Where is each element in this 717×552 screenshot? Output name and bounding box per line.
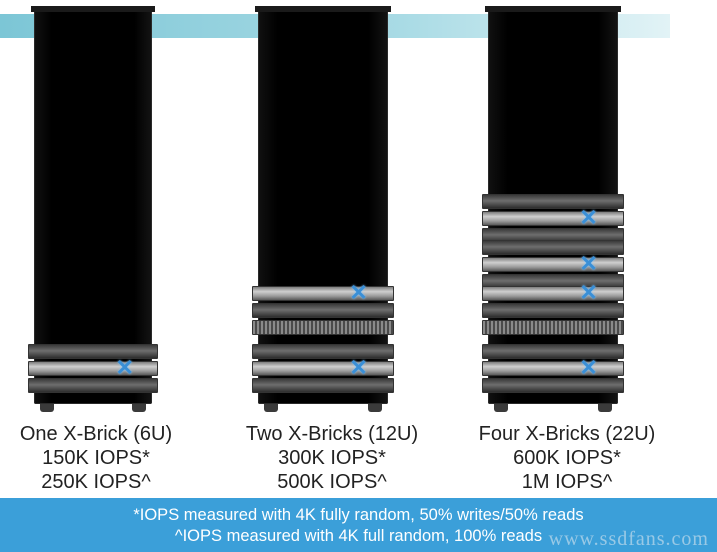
disk-array-enclosure: ✕ — [482, 252, 624, 276]
xtremio-x-logo-icon: ✕ — [579, 280, 598, 305]
storage-controller — [482, 194, 624, 209]
xbrick-unit: ✕ — [252, 344, 394, 404]
watermark: www.ssdfans.com — [548, 528, 709, 550]
config-title: Four X-Bricks (22U) — [478, 423, 656, 445]
rack-top-cap — [485, 6, 621, 12]
disk-array-enclosure: ✕ — [482, 281, 624, 305]
rack-two-xbricks: ✕ ✕ — [252, 6, 394, 412]
storage-controller — [482, 240, 624, 255]
config-iops-mixed: 150K IOPS* — [42, 447, 150, 469]
footnote-bar: *IOPS measured with 4K fully random, 50%… — [0, 498, 717, 552]
rack-foot — [40, 404, 54, 412]
xtremio-x-logo-icon: ✕ — [349, 280, 368, 305]
config-iops-mixed: 600K IOPS* — [513, 447, 621, 469]
xbrick-unit: ✕ — [482, 281, 624, 346]
storage-controller — [28, 344, 158, 359]
xbrick-unit: ✕ — [482, 240, 624, 300]
rack-four-xbricks: ✕ ✕ ✕ ✕ — [482, 6, 624, 412]
storage-controller — [252, 344, 394, 359]
storage-controller — [482, 378, 624, 393]
xtremio-x-logo-icon: ✕ — [349, 355, 368, 380]
config-iops-mixed: 300K IOPS* — [278, 447, 386, 469]
xbrick-unit: ✕ — [482, 194, 624, 254]
disk-array-enclosure: ✕ — [252, 281, 394, 305]
config-title: One X-Brick (6U) — [19, 423, 173, 445]
xtremio-x-logo-icon: ✕ — [579, 205, 598, 230]
xtremio-x-logo-icon: ✕ — [579, 355, 598, 380]
footnote-read-workload: ^IOPS measured with 4K full random, 100%… — [174, 527, 543, 545]
config-iops-read: 1M IOPS^ — [521, 471, 613, 493]
config-label-two-xbricks: Two X-Bricks (12U) 300K IOPS* 500K IOPS^ — [224, 422, 440, 494]
config-label-one-xbrick: One X-Brick (6U) 150K IOPS* 250K IOPS^ — [0, 422, 192, 494]
rack-one-xbrick: ✕ — [28, 6, 158, 412]
storage-controller — [252, 378, 394, 393]
rack-foot — [494, 404, 508, 412]
rack-foot — [132, 404, 146, 412]
xtremio-x-logo-icon: ✕ — [115, 355, 134, 380]
xtremio-x-logo-icon: ✕ — [579, 251, 598, 276]
disk-array-enclosure: ✕ — [28, 356, 158, 380]
config-label-four-xbricks: Four X-Bricks (22U) 600K IOPS* 1M IOPS^ — [456, 422, 678, 494]
xbrick-unit: ✕ — [252, 281, 394, 346]
storage-controller — [482, 303, 624, 318]
config-iops-read: 500K IOPS^ — [277, 471, 387, 493]
xbrick-unit: ✕ — [28, 344, 158, 404]
storage-controller — [252, 303, 394, 318]
storage-controller — [482, 344, 624, 359]
rack-foot — [598, 404, 612, 412]
infiniband-switch — [252, 320, 394, 335]
footnote-mixed-workload: *IOPS measured with 4K fully random, 50%… — [133, 506, 584, 524]
disk-array-enclosure: ✕ — [252, 356, 394, 380]
config-title: Two X-Bricks (12U) — [245, 423, 419, 445]
storage-controller — [28, 378, 158, 393]
config-iops-read: 250K IOPS^ — [41, 471, 151, 493]
disk-array-enclosure: ✕ — [482, 356, 624, 380]
xbrick-unit: ✕ — [482, 344, 624, 404]
rack-top-cap — [31, 6, 155, 12]
disk-array-enclosure: ✕ — [482, 206, 624, 230]
rack-foot — [264, 404, 278, 412]
rack-foot — [368, 404, 382, 412]
rack-top-cap — [255, 6, 391, 12]
infiniband-switch — [482, 320, 624, 335]
